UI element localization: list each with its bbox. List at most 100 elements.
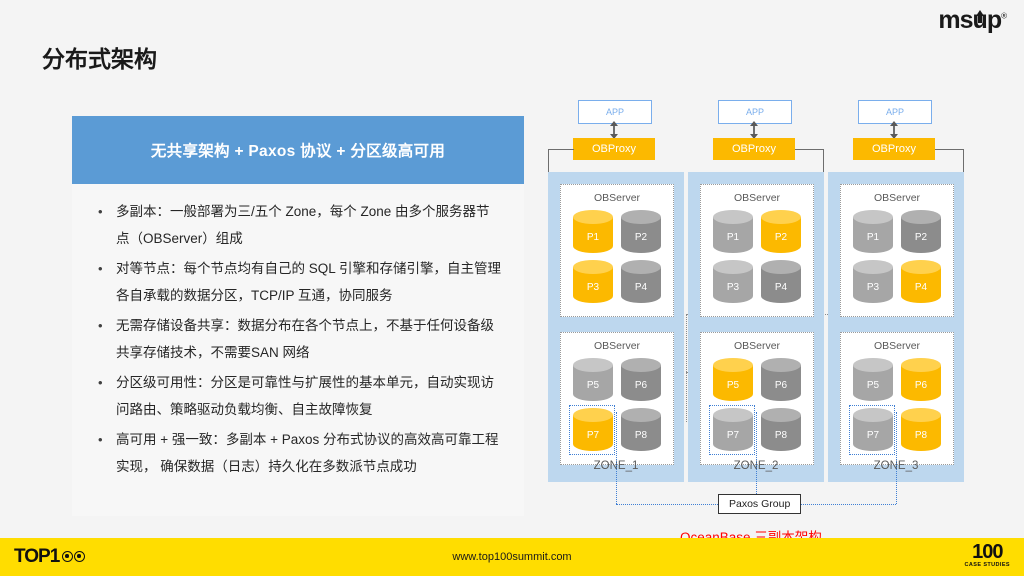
footer-url[interactable]: www.top100summit.com — [452, 551, 572, 563]
partition-p4[interactable]: P4 — [621, 260, 661, 306]
paxos-group-box: Paxos Group — [718, 494, 802, 514]
partition-p5[interactable]: P5 — [573, 358, 613, 404]
bullet-text: 无需存储设备共享：数据分布在各个节点上，不基于任何设备级共享存储技术，不需要SA… — [116, 318, 494, 360]
partition-p1[interactable]: P1 — [573, 210, 613, 256]
partition-p8[interactable]: P8 — [901, 408, 941, 454]
partition-p3[interactable]: P3 — [713, 260, 753, 306]
observer-label: OBServer — [873, 340, 921, 352]
partition-p6[interactable]: P6 — [901, 358, 941, 404]
case-studies-label: CASE STUDIES — [964, 562, 1010, 568]
partition-label: P7 — [866, 430, 880, 441]
partition-label: P1 — [586, 232, 600, 243]
cylinder-top — [853, 408, 893, 422]
app-box-zone1: APP — [578, 100, 652, 124]
arrow-down-icon-1 — [609, 134, 618, 139]
partition-p6[interactable]: P6 — [621, 358, 661, 404]
bullet-item: • 高可用 + 强一致：多副本 + Paxos 分布式协议的高效高可靠工程实现， … — [94, 426, 502, 480]
eyes-icon — [61, 546, 86, 568]
partition-label: P1 — [866, 232, 880, 243]
arrow-down-icon-3 — [889, 134, 898, 139]
cylinder-top — [761, 408, 801, 422]
bullet-marker: • — [98, 204, 103, 219]
cylinder-top — [761, 210, 801, 224]
cylinder-top — [901, 408, 941, 422]
cylinder-top — [853, 260, 893, 274]
cylinder-top — [713, 260, 753, 274]
panel-header: 无共享架构 + Paxos 协议 + 分区级高可用 — [72, 116, 524, 184]
partition-highlight — [569, 405, 615, 455]
cylinder-top — [901, 210, 941, 224]
cylinder-top — [853, 358, 893, 372]
partition-label: P3 — [586, 282, 600, 293]
cylinder-top — [713, 210, 753, 224]
panel-header-label: 无共享架构 + Paxos 协议 + 分区级高可用 — [150, 143, 446, 160]
bullet-item: •无需存储设备共享：数据分布在各个节点上，不基于任何设备级共享存储技术，不需要S… — [94, 312, 502, 366]
route-proxy2-h1 — [795, 149, 823, 150]
partition-p6[interactable]: P6 — [761, 358, 801, 404]
obproxy-zone1: OBProxy — [573, 138, 655, 160]
observer-label: OBServer — [593, 192, 641, 204]
msup-logo-p: p — [986, 6, 1002, 34]
route-proxy1-h1 — [548, 149, 574, 150]
partition-label: P5 — [866, 380, 880, 391]
partition-p2[interactable]: P2 — [621, 210, 661, 256]
partition-label: P2 — [634, 232, 648, 243]
bullet-marker: • — [98, 261, 103, 276]
case-studies-number: 100 — [972, 541, 1003, 563]
partition-p4[interactable]: P4 — [761, 260, 801, 306]
cylinder-top — [853, 210, 893, 224]
partition-p1[interactable]: P1 — [853, 210, 893, 256]
partition-p2[interactable]: P2 — [761, 210, 801, 256]
observer-label: OBServer — [593, 340, 641, 352]
partition-p5[interactable]: P5 — [713, 358, 753, 404]
arrow-up-icon-2 — [749, 121, 758, 126]
partition-highlight — [709, 405, 755, 455]
partition-p4[interactable]: P4 — [901, 260, 941, 306]
obproxy-zone2: OBProxy — [713, 138, 795, 160]
observer-label: OBServer — [873, 192, 921, 204]
observer-label: OBServer — [733, 192, 781, 204]
bullet-item: •多副本：一般部署为三/五个 Zone，每个 Zone 由多个服务器节点（OBS… — [94, 198, 502, 252]
page-title: 分布式架构 — [42, 46, 157, 72]
obproxy-zone3: OBProxy — [853, 138, 935, 160]
partition-p8[interactable]: P8 — [621, 408, 661, 454]
partition-p3[interactable]: P3 — [853, 260, 893, 306]
partition-p7[interactable]: P7 — [569, 405, 615, 455]
top1-logo: TOP1 — [14, 546, 86, 568]
partition-p2[interactable]: P2 — [901, 210, 941, 256]
partition-label: P2 — [914, 232, 928, 243]
replication-path-v-left — [686, 314, 687, 422]
bullet-text: 对等节点：每个节点均有自己的 SQL 引擎和存储引擎，自主管理各自承载的数据分区… — [116, 261, 502, 303]
partition-p7[interactable]: P7 — [709, 405, 755, 455]
partition-p1[interactable]: P1 — [713, 210, 753, 256]
partition-p8[interactable]: P8 — [761, 408, 801, 454]
registered-mark: ® — [1001, 11, 1007, 21]
bullet-text: 高可用 + 强一致：多副本 + Paxos 分布式协议的高效高可靠工程实现， 确… — [116, 432, 499, 474]
cylinder-top — [573, 260, 613, 274]
top1-logo-text: TOP1 — [14, 546, 60, 567]
arrow-down-icon-2 — [749, 134, 758, 139]
cylinder-top — [761, 358, 801, 372]
partition-p7[interactable]: P7 — [849, 405, 895, 455]
partition-p5[interactable]: P5 — [853, 358, 893, 404]
msup-logo-u: u — [972, 6, 988, 34]
arrow-up-icon-3 — [889, 121, 898, 126]
bullet-marker: • — [98, 432, 103, 447]
paxos-line-zone3 — [896, 412, 897, 504]
partition-p3[interactable]: P3 — [573, 260, 613, 306]
bullet-item: •分区级可用性：分区是可靠性与扩展性的基本单元，自动实现访问路由、策略驱动负载均… — [94, 369, 502, 423]
partition-label: P1 — [726, 232, 740, 243]
partition-highlight — [849, 405, 895, 455]
